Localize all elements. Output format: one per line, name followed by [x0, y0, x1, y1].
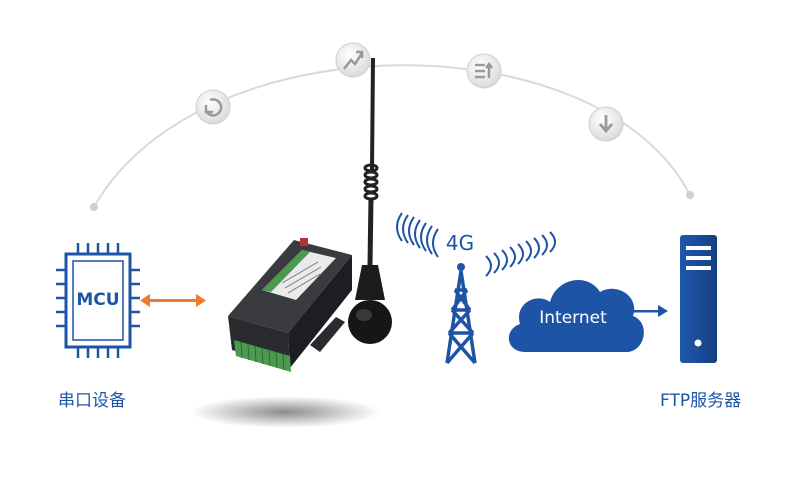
connection-arc: [93, 64, 691, 208]
arc-end-dot-left: [90, 203, 98, 211]
arc-end-dot-right: [686, 191, 694, 199]
antenna-base: [348, 300, 392, 344]
internet-label: Internet: [539, 308, 607, 328]
trend-up-icon: [335, 42, 371, 78]
mcu-chip-icon: [56, 243, 140, 358]
device-shadow: [190, 396, 380, 428]
cell-tower-icon: [445, 263, 477, 365]
internet-cloud-icon: [508, 279, 644, 352]
dtu-device: [190, 57, 392, 428]
network-label: 4G: [446, 231, 474, 255]
serial-device-label: 串口设备: [58, 391, 126, 411]
serial-link-arrow: [140, 294, 206, 307]
wireless-waves-right: [485, 231, 556, 277]
transfer-icon: [466, 53, 502, 89]
ftp-link-arrow: [620, 305, 668, 317]
wireless-waves-left: [396, 212, 439, 258]
download-icon: [588, 106, 624, 142]
refresh-arrow-icon: [195, 89, 231, 125]
ftp-server-icon: [680, 235, 717, 363]
ftp-server-label: FTP服务器: [660, 391, 742, 411]
antenna-coil: [363, 163, 379, 201]
mcu-label: MCU: [76, 290, 119, 310]
